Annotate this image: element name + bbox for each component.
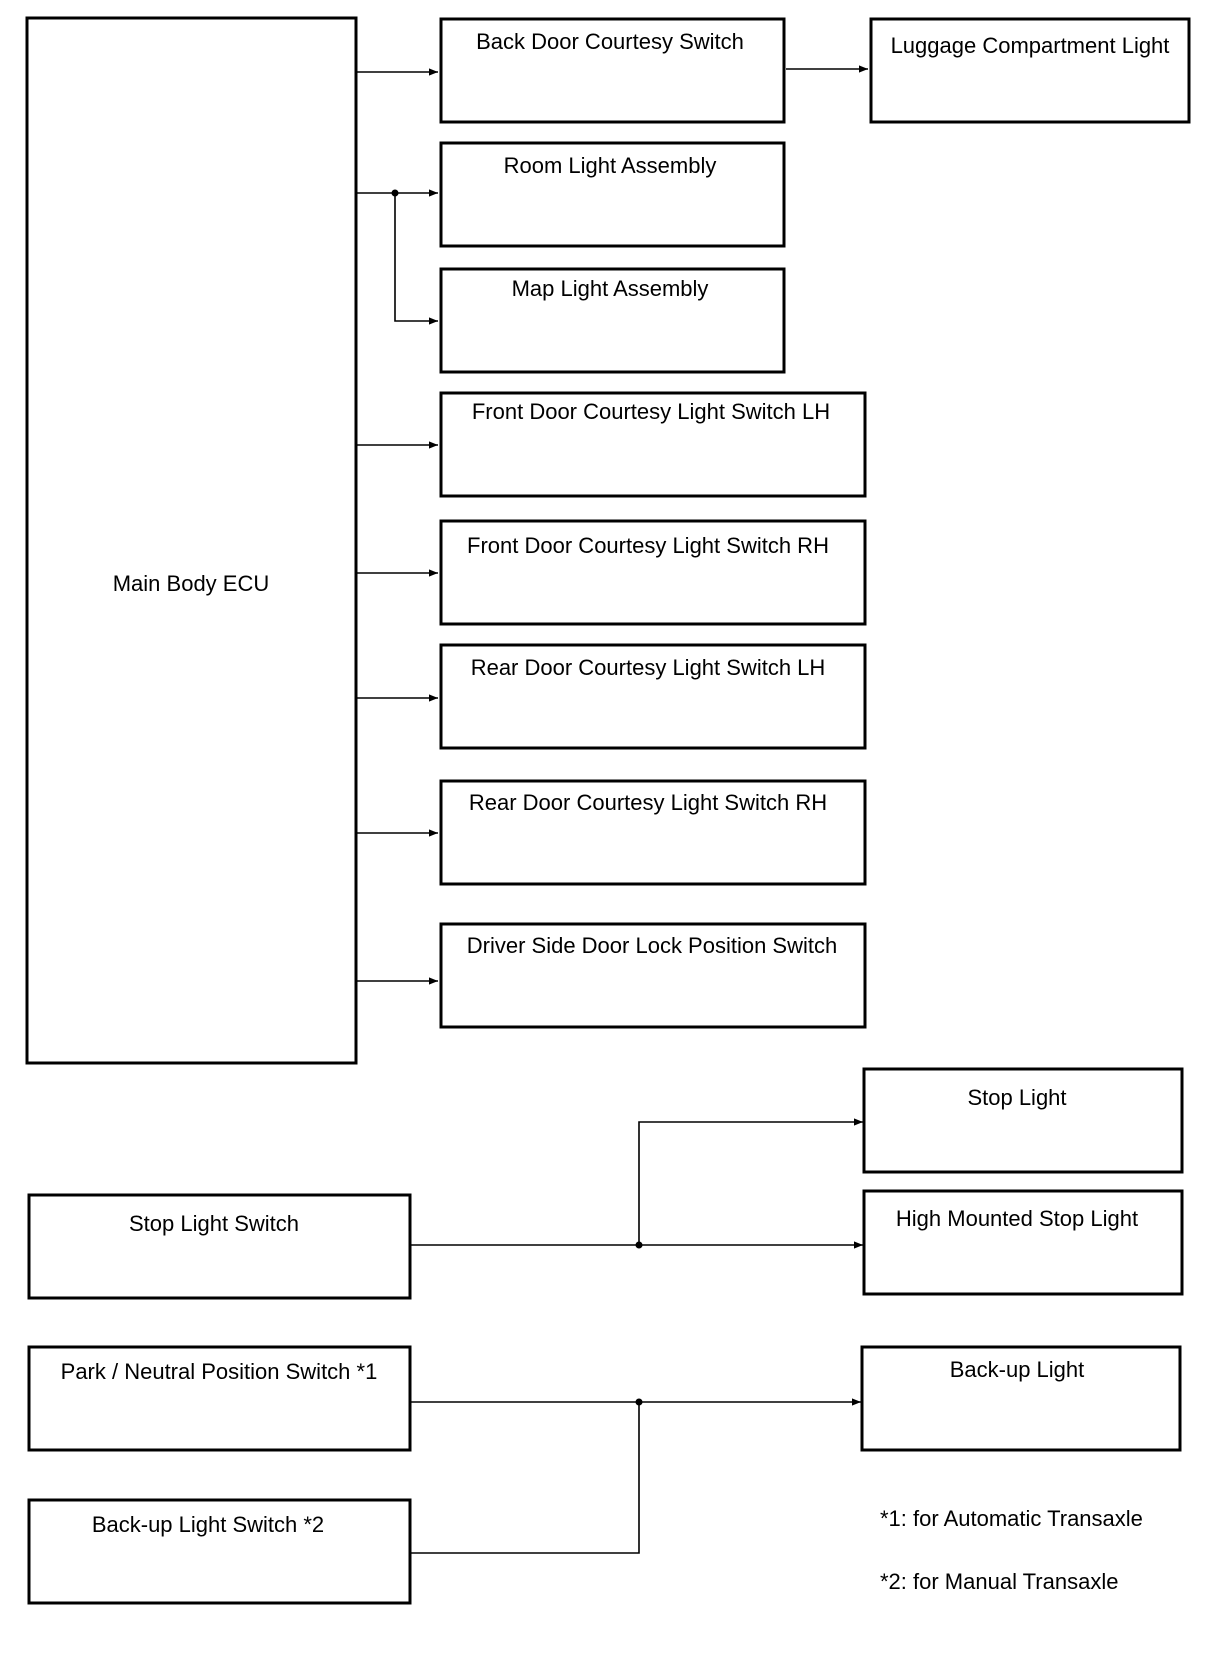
- front-door-switch-lh-box: Front Door Courtesy Light Switch LH: [439, 391, 867, 498]
- front-door-switch-rh-label: Front Door Courtesy Light Switch RH: [467, 533, 829, 558]
- front-door-switch-rh-box: Front Door Courtesy Light Switch RH: [439, 519, 867, 626]
- rear-door-switch-lh-box: Rear Door Courtesy Light Switch LH: [439, 643, 867, 750]
- luggage-compartment-light-box: Luggage Compartment Light: [869, 17, 1191, 124]
- rear-door-switch-rh-label: Rear Door Courtesy Light Switch RH: [469, 790, 827, 815]
- main-body-ecu-label: Main Body ECU: [113, 571, 270, 596]
- driver-door-lock-switch-label: Driver Side Door Lock Position Switch: [467, 933, 837, 958]
- room-light-assembly-box: Room Light Assembly: [439, 141, 786, 248]
- stop-light-switch-box: Stop Light Switch: [27, 1193, 412, 1300]
- backup-light-switch-box: Back-up Light Switch *2: [27, 1498, 412, 1605]
- wire-stop-switch-stop-light: [638, 1118, 863, 1245]
- stop-light-label: Stop Light: [967, 1085, 1066, 1110]
- footnote-1: *1: for Automatic Transaxle: [880, 1506, 1143, 1531]
- high-mounted-stop-light-label: High Mounted Stop Light: [896, 1206, 1138, 1231]
- map-light-assembly-label: Map Light Assembly: [512, 276, 709, 301]
- luggage-compartment-light-label: Luggage Compartment Light: [891, 33, 1170, 58]
- wire-ecu-map-light: [394, 193, 438, 325]
- junction-dot: [391, 189, 399, 197]
- driver-door-lock-switch-box: Driver Side Door Lock Position Switch: [439, 922, 867, 1029]
- backup-light-switch-label: Back-up Light Switch *2: [92, 1512, 324, 1537]
- backup-light-box: Back-up Light: [860, 1345, 1182, 1452]
- stop-light-switch-label: Stop Light Switch: [129, 1211, 299, 1236]
- footnote-2: *2: for Manual Transaxle: [880, 1569, 1118, 1594]
- map-light-assembly-box: Map Light Assembly: [439, 267, 786, 374]
- main-body-ecu-box: Main Body ECU: [25, 16, 358, 1065]
- stop-light-box: Stop Light: [862, 1067, 1184, 1174]
- front-door-switch-lh-label: Front Door Courtesy Light Switch LH: [472, 399, 830, 424]
- connection-lines: [357, 65, 868, 1554]
- backup-light-label: Back-up Light: [950, 1357, 1085, 1382]
- park-neutral-switch-label: Park / Neutral Position Switch *1: [61, 1359, 378, 1384]
- park-neutral-switch-box: Park / Neutral Position Switch *1: [27, 1345, 412, 1452]
- junction-dot: [635, 1398, 643, 1406]
- junction-dot: [635, 1241, 643, 1249]
- room-light-assembly-label: Room Light Assembly: [504, 153, 717, 178]
- back-door-courtesy-switch-box: Back Door Courtesy Switch: [439, 17, 786, 124]
- rear-door-switch-lh-label: Rear Door Courtesy Light Switch LH: [471, 655, 826, 680]
- back-door-courtesy-switch-label: Back Door Courtesy Switch: [476, 29, 744, 54]
- high-mounted-stop-light-box: High Mounted Stop Light: [862, 1189, 1184, 1296]
- rear-door-switch-rh-box: Rear Door Courtesy Light Switch RH: [439, 779, 867, 886]
- wire-backup-switch-join: [411, 1402, 640, 1554]
